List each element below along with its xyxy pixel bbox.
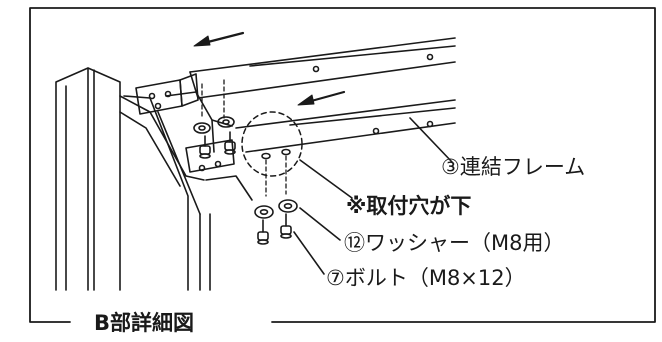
washer-icon xyxy=(217,116,235,128)
leader-line-washer xyxy=(299,207,341,241)
upper-rail xyxy=(189,37,456,99)
bolt-icon xyxy=(280,213,292,239)
mounting-holes xyxy=(261,148,291,160)
guide-lines-lower xyxy=(265,155,287,197)
upper-bracket xyxy=(135,73,199,115)
detail-frame-border xyxy=(29,7,656,323)
bolt-icon xyxy=(257,219,269,245)
leader-line-note xyxy=(299,159,353,199)
left-post xyxy=(55,67,121,291)
washer-icon xyxy=(193,122,211,134)
note-holes-down: ※取付穴が下 xyxy=(346,194,472,218)
leader-line-frame xyxy=(409,117,453,163)
brace xyxy=(119,95,205,187)
arrow-icon xyxy=(297,94,315,106)
leader-line-bolt xyxy=(293,231,325,275)
lower-bracket xyxy=(185,139,235,173)
washer-icon xyxy=(254,205,274,219)
highlight-circle xyxy=(241,111,303,177)
bolt-icon xyxy=(224,131,236,155)
washer-icon xyxy=(278,199,298,213)
fixing-plate xyxy=(165,91,253,201)
right-post xyxy=(123,95,211,291)
detail-title: B部詳細図 xyxy=(84,310,205,336)
part-label-washer: ⑫ワッシャー（M8用） xyxy=(344,231,565,255)
part-label-bolt: ⑦ボルト（M8×12） xyxy=(326,266,526,290)
arrow-icon xyxy=(193,35,211,47)
guide-lines-upper xyxy=(201,79,225,119)
connecting-frame xyxy=(235,99,456,153)
part-label-frame: ③連結フレーム xyxy=(441,155,586,179)
bolt-icon xyxy=(199,135,211,159)
